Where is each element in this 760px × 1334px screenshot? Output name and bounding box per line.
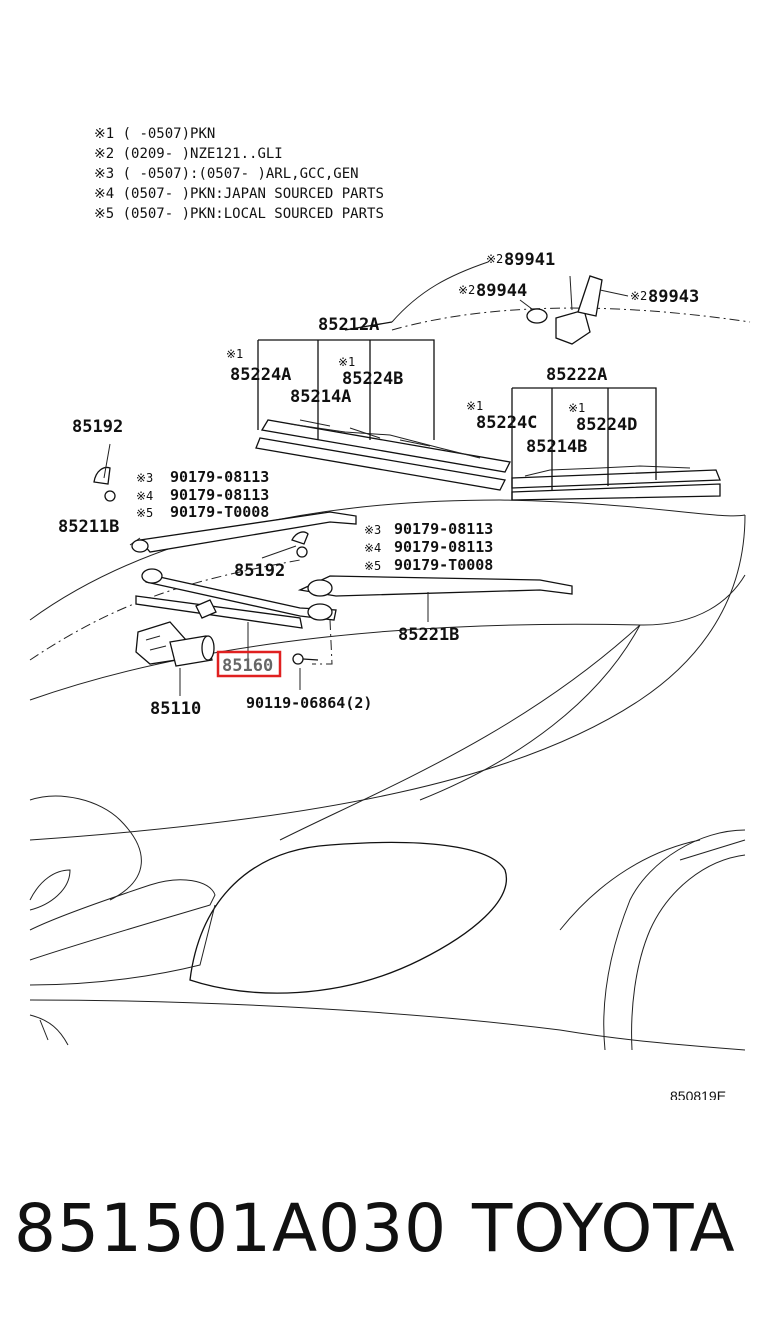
label-89943: 89943	[648, 287, 699, 307]
label-85221B: 85221B	[398, 625, 459, 645]
marker-1: ※1	[226, 347, 243, 361]
marker-4: ※4	[136, 489, 153, 503]
label-85160[interactable]: 85160	[222, 656, 273, 676]
label-90179-08113-right-b: 90179-08113	[394, 538, 493, 556]
footer: 851501A030 TOYOTA	[0, 1190, 760, 1280]
marker-1: ※1	[568, 401, 585, 415]
diagram-canvas: ※1 ( -0507)PKN ※2 (0209- )NZE121..GLI ※3…	[29, 126, 751, 1104]
left-blade-bracket	[257, 321, 435, 440]
highlight-box	[216, 650, 282, 678]
marker-1: ※1	[338, 355, 355, 369]
label-85224D: 85224D	[576, 415, 637, 435]
label-90179-T0008-right: 90179-T0008	[394, 556, 493, 574]
note-4: ※4 (0507- )PKN:JAPAN SOURCED PARTS	[94, 186, 384, 202]
label-85192-left: 85192	[72, 417, 123, 437]
label-90179-08113-left-a: 90179-08113	[170, 468, 269, 486]
note-2: ※2 (0209- )NZE121..GLI	[94, 146, 283, 162]
part-number: 851501A030	[14, 1190, 448, 1267]
label-85222A: 85222A	[546, 365, 607, 385]
label-85224B: 85224B	[342, 369, 403, 389]
label-90179-T0008-left: 90179-T0008	[170, 503, 269, 521]
marker-2: ※2	[458, 283, 475, 297]
label-85224C: 85224C	[476, 413, 537, 433]
label-85110: 85110	[150, 699, 201, 719]
label-85211B: 85211B	[58, 517, 119, 537]
note-3: ※3 ( -0507):(0507- )ARL,GCC,GEN	[94, 166, 359, 182]
mounting-bolt	[292, 653, 319, 690]
label-90119-06864: 90119-06864(2)	[246, 694, 372, 712]
note-1: ※1 ( -0507)PKN	[94, 126, 215, 142]
label-85192-right: 85192	[234, 561, 285, 581]
label-89941: 89941	[504, 250, 555, 270]
left-wiper-blade	[255, 419, 511, 491]
left-wiper-arm	[129, 511, 357, 553]
parts-diagram: ※1 ( -0507)PKN ※2 (0209- )NZE121..GLI ※3…	[29, 126, 751, 1104]
label-85224A: 85224A	[230, 365, 291, 385]
pivot-caps	[93, 443, 309, 559]
marker-2: ※2	[486, 252, 503, 266]
marker-2: ※2	[630, 289, 647, 303]
marker-4: ※4	[364, 541, 381, 555]
label-85214A: 85214A	[290, 387, 351, 407]
wiper-motor	[135, 621, 215, 696]
marker-3: ※3	[364, 523, 381, 537]
figure-id: 850819E	[670, 1088, 726, 1100]
marker-5: ※5	[364, 559, 381, 573]
notes-block: ※1 ( -0507)PKN ※2 (0209- )NZE121..GLI ※3…	[94, 126, 384, 222]
car-body-outline	[29, 307, 751, 1051]
label-90179-08113-left-b: 90179-08113	[170, 486, 269, 504]
label-89944: 89944	[476, 281, 527, 301]
label-85212A: 85212A	[318, 315, 379, 335]
wiper-linkage	[135, 568, 337, 665]
note-5: ※5 (0507- )PKN:LOCAL SOURCED PARTS	[94, 206, 384, 222]
label-85214B: 85214B	[526, 437, 587, 457]
right-wiper-arm	[297, 575, 573, 622]
marker-5: ※5	[136, 506, 153, 520]
marker-1: ※1	[466, 399, 483, 413]
marker-3: ※3	[136, 471, 153, 485]
right-wiper-blade	[511, 465, 721, 501]
right-blade-bracket	[511, 387, 657, 500]
brand-name: TOYOTA	[472, 1190, 736, 1267]
label-90179-08113-right-a: 90179-08113	[394, 520, 493, 538]
washer-nozzle-group	[391, 261, 629, 345]
part-labels: ※2 89941 ※2 89944 ※2 89943 85212A ※1 852…	[58, 250, 726, 1104]
